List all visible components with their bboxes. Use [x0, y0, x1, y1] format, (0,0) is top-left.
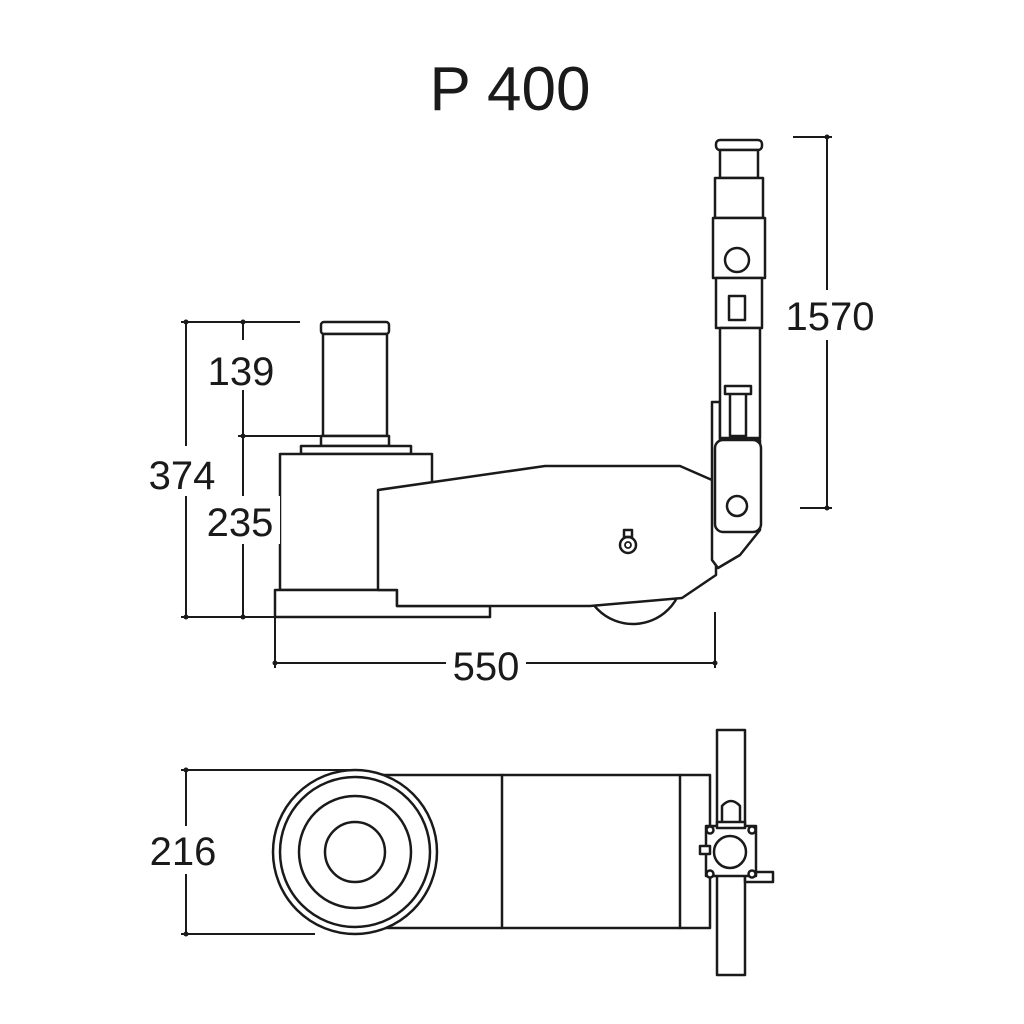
dimension-width: 216: [150, 830, 217, 874]
jack-body: [376, 464, 718, 608]
dimension-length: 550: [453, 645, 520, 689]
dimension-handle-height: 1570: [786, 295, 875, 339]
top-view-cylinder-outer: [271, 768, 439, 936]
jack-side-view: [273, 138, 767, 626]
pump-handle: [711, 138, 767, 534]
top-view-saddle: [323, 820, 387, 884]
body-pivot: [618, 528, 638, 555]
dimension-min-height: 235: [207, 501, 274, 545]
dimension-saddle-stroke: 139: [208, 350, 275, 394]
jack-top-view: [271, 728, 775, 977]
drawing-title: P 400: [430, 55, 591, 124]
dimension-total-height: 374: [149, 454, 216, 498]
